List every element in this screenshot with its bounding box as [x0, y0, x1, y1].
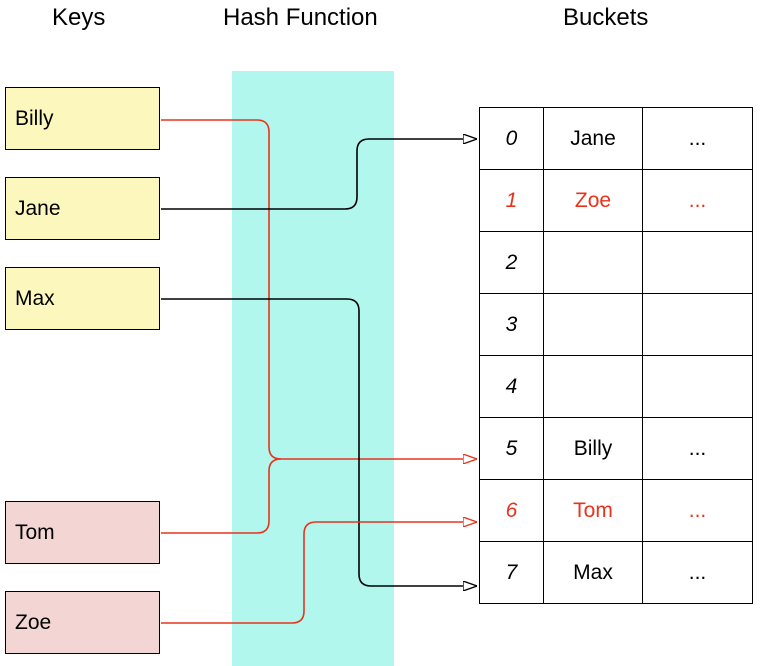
line-tom-to-5	[161, 458, 282, 534]
line-zoe-to-6	[161, 522, 477, 624]
line-max-to-7	[161, 298, 477, 586]
bucket-row-6: 6 Tom ...	[479, 479, 753, 542]
bucket-name: Jane	[543, 107, 643, 170]
bucket-more: ...	[642, 417, 753, 480]
key-label: Max	[15, 286, 55, 310]
key-zoe: Zoe	[5, 591, 160, 654]
bucket-row-5: 5 Billy ...	[479, 417, 753, 480]
bucket-table: 0 Jane ... 1 Zoe ... 2 3 4 5 Billy ... 6…	[479, 107, 753, 604]
bucket-index: 6	[479, 479, 544, 542]
key-label: Jane	[15, 196, 61, 220]
bucket-index: 2	[479, 231, 544, 294]
line-billy-to-5	[161, 119, 477, 459]
hash-function-header: Hash Function	[223, 4, 378, 31]
bucket-name	[543, 231, 643, 294]
key-tom: Tom	[5, 501, 160, 564]
bucket-name: Zoe	[543, 169, 643, 232]
bucket-name	[543, 293, 643, 356]
key-billy: Billy	[5, 87, 160, 150]
key-max: Max	[5, 267, 160, 330]
key-jane: Jane	[5, 177, 160, 240]
bucket-index: 7	[479, 541, 544, 604]
bucket-more	[642, 231, 753, 294]
bucket-index: 5	[479, 417, 544, 480]
bucket-row-7: 7 Max ...	[479, 541, 753, 604]
bucket-index: 0	[479, 107, 544, 170]
keys-header: Keys	[52, 4, 106, 31]
bucket-more: ...	[642, 479, 753, 542]
bucket-more	[642, 293, 753, 356]
line-jane-to-0	[161, 139, 477, 210]
bucket-name: Tom	[543, 479, 643, 542]
bucket-more: ...	[642, 541, 753, 604]
bucket-index: 4	[479, 355, 544, 418]
hash-function-band	[232, 71, 394, 666]
bucket-name: Billy	[543, 417, 643, 480]
key-label: Tom	[15, 520, 55, 544]
bucket-row-1: 1 Zoe ...	[479, 169, 753, 232]
bucket-index: 3	[479, 293, 544, 356]
bucket-row-2: 2	[479, 231, 753, 294]
bucket-row-4: 4	[479, 355, 753, 418]
bucket-row-3: 3	[479, 293, 753, 356]
bucket-more	[642, 355, 753, 418]
bucket-row-0: 0 Jane ...	[479, 107, 753, 170]
key-label: Billy	[15, 106, 54, 130]
buckets-header: Buckets	[563, 4, 649, 31]
key-label: Zoe	[15, 610, 52, 634]
bucket-more: ...	[642, 169, 753, 232]
bucket-index: 1	[479, 169, 544, 232]
bucket-name: Max	[543, 541, 643, 604]
bucket-name	[543, 355, 643, 418]
bucket-more: ...	[642, 107, 753, 170]
